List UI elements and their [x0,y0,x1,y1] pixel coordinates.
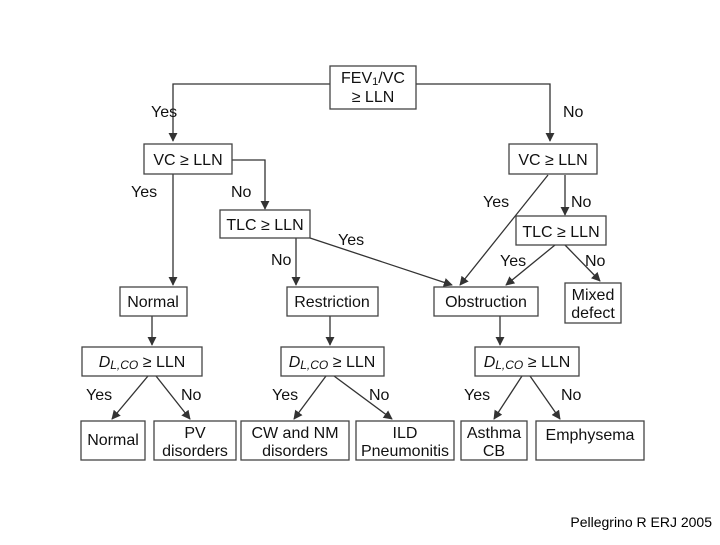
edge-dlco-normal-no [155,375,191,420]
edge-label-yes: Yes [483,194,509,211]
leaf-ild-line1: ILD [393,425,418,442]
edge-label-no: No [585,253,606,270]
edge-label-no: No [271,252,292,269]
edge-label-yes: Yes [131,184,157,201]
edge-fev1-vc-left [168,83,330,142]
node-tlc-left: TLC ≥ LLN [219,209,311,239]
edge-tlc-left-obstruction [309,237,453,287]
edge-label-yes: Yes [151,104,177,121]
node-dlco-restriction: DL,CO ≥ LLN [280,346,385,377]
leaf-asthma-cb: Asthma CB [460,420,528,461]
edge-fev1-vc-right [416,83,555,142]
leaf-cw-nm-disorders: CW and NM disorders [240,420,350,461]
leaf-emphysema: Emphysema [535,420,645,461]
node-tlc-right-label: TLC ≥ LLN [522,224,599,241]
node-dlco-restriction-label: DL,CO ≥ LLN [289,354,376,372]
edge-label-yes: Yes [464,387,490,404]
edge-label-yes: Yes [272,387,298,404]
node-normal-label: Normal [127,294,179,311]
node-vc-left: VC ≥ LLN [143,143,233,175]
leaf-normal-label: Normal [87,432,139,449]
leaf-pv-disorders: PV disorders [153,420,237,461]
node-vc-left-label: VC ≥ LLN [153,152,222,169]
edge-tlc-right-mixed [564,244,601,282]
leaf-pv-line2: disorders [162,443,228,460]
nodes: FEV1/VC ≥ LLN VC ≥ LLN VC ≥ LLN TLC ≥ LL… [80,65,645,461]
edge-label-no: No [181,387,202,404]
edge-tlc-right-obstruction [505,244,556,286]
node-vc-right-label: VC ≥ LLN [518,152,587,169]
edge-label-yes: Yes [338,232,364,249]
node-restriction-label: Restriction [294,294,370,311]
node-restriction: Restriction [286,286,379,317]
leaf-normal: Normal [80,420,146,461]
leaf-cw-line1: CW and NM [251,425,338,442]
leaf-cw-line2: disorders [262,443,328,460]
edge-label-no: No [561,387,582,404]
node-fev1-line1: FEV1/VC [341,70,405,88]
leaf-ild-line2: Pneumonitis [361,443,449,460]
node-tlc-left-label: TLC ≥ LLN [226,217,303,234]
node-vc-right: VC ≥ LLN [508,143,598,175]
edge-label-no: No [231,184,252,201]
edge-dlco-obstruction-no [529,375,561,420]
edge-label-no: No [369,387,390,404]
edge-dlco-restriction-no [333,375,393,420]
leaf-pv-line1: PV [184,425,206,442]
edge-label-no: No [571,194,592,211]
node-dlco-obstruction-label: DL,CO ≥ LLN [484,354,571,372]
node-dlco-normal-label: DL,CO ≥ LLN [99,354,186,372]
node-normal: Normal [119,286,188,317]
edge-dlco-normal-yes [111,375,149,420]
edge-dlco-obstruction-yes [493,375,523,420]
leaf-ild-pneumonitis: ILD Pneumonitis [355,420,455,461]
leaf-asthma-line1: Asthma [467,425,521,442]
node-mixed-line2: defect [571,305,615,322]
edge-label-no: No [563,104,584,121]
edge-labels: Yes No Yes No Yes No Yes No Yes No Yes N… [86,104,606,404]
leaf-emphysema-label: Emphysema [546,427,635,444]
edge-vc-right-obstruction [459,174,549,286]
node-mixed-line1: Mixed [572,287,615,304]
edge-dlco-restriction-yes [293,375,327,420]
leaf-asthma-line2: CB [483,443,505,460]
node-mixed-defect: Mixed defect [564,282,622,324]
node-obstruction-label: Obstruction [445,294,527,311]
edges [111,83,601,420]
node-fev1-line2: ≥ LLN [352,89,395,106]
edge-label-yes: Yes [500,253,526,270]
node-dlco-obstruction: DL,CO ≥ LLN [474,346,580,377]
node-dlco-normal: DL,CO ≥ LLN [81,346,203,377]
edge-vc-left-tlc-left [232,159,270,210]
node-fev1-vc: FEV1/VC ≥ LLN [329,65,417,110]
node-obstruction: Obstruction [433,286,539,317]
node-tlc-right: TLC ≥ LLN [515,215,607,246]
edge-label-yes: Yes [86,387,112,404]
citation: Pellegrino R ERJ 2005 [570,514,712,530]
